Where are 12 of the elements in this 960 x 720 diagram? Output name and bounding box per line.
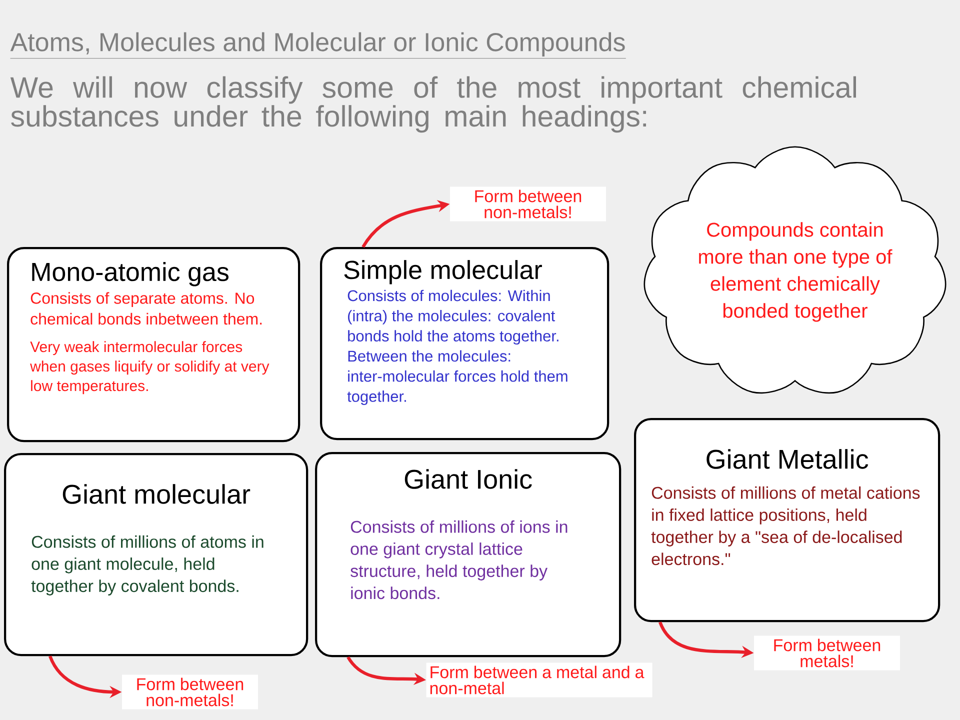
category-box: Simple molecular Consists of molecules: Within (intra) the molecules: covalent bonds hold the atoms together. Between the molecules: inter-molecular forces hold them together. [320,247,610,440]
annotation-text: Form between non-metals! [450,186,606,222]
annotation-text: Form between non-metals! [122,674,258,710]
thought-cloud: Compounds contain more than one type of element chemically bonded together [644,146,946,394]
annotation-text: Form between metals! [754,636,900,670]
category-box: Giant molecular Consists of millions of atoms in one giant molecule, held together by covalent bonds. [4,453,308,656]
slide-title: Atoms, Molecules and Molecular or Ionic Compounds [10,32,626,59]
category-box: Giant Ionic Consists of millions of ions in one giant crystal lattice structure, held together by ionic bonds. [315,452,622,658]
category-box: Mono-atomic gas Consists of separate atoms. No chemical bonds inbetween them. Very weak intermolecular forces when gases liquify or solidify at very low temperatures. [7,247,300,442]
intro-text: We will now classify some of the most important chemical substances under the following main headings: [10,76,856,133]
category-box: Giant Metallic Consists of millions of metal cations in fixed lattice positions, held together by a "sea of de-localised electrons." [634,418,940,622]
annotation-text: Form between a metal and a non-metal [426,662,652,698]
